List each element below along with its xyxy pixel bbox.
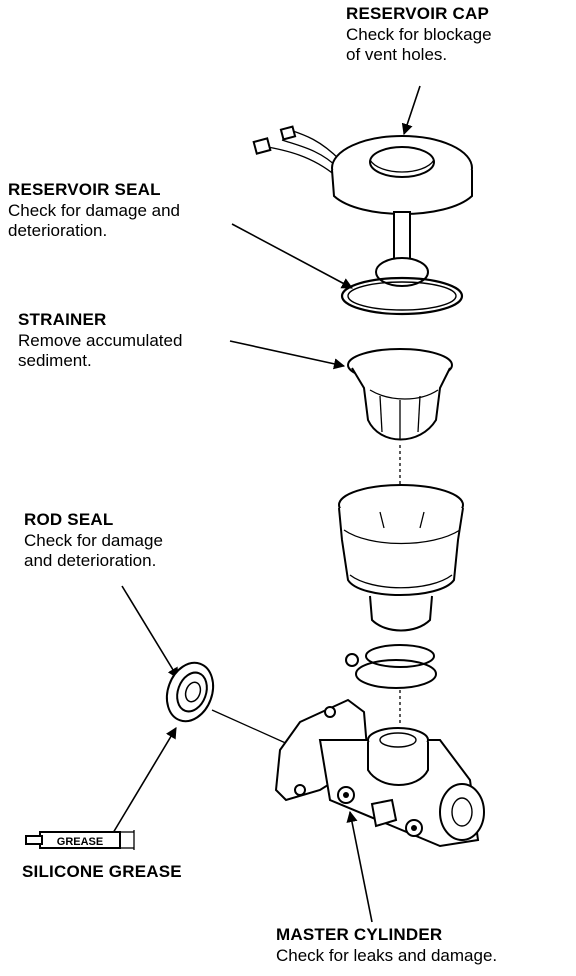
master-cylinder-desc-1: Check for leaks and damage. (276, 945, 498, 965)
rod-seal-desc-2: and deterioration. (24, 551, 157, 571)
reservoir-cap-title: RESERVOIR CAP (346, 4, 490, 23)
rod-seal-arrow (121, 585, 179, 679)
reservoir-seal-arrow (231, 223, 353, 289)
reservoir-seal-title: RESERVOIR SEAL (8, 180, 161, 199)
rod-seal-label: ROD SEAL Check for damage and deteriorat… (24, 510, 163, 572)
reservoir-seal-label: RESERVOIR SEAL Check for damage and dete… (8, 180, 180, 242)
strainer-title: STRAINER (18, 310, 107, 329)
master-cylinder-label: MASTER CYLINDER Check for leaks and dama… (276, 925, 497, 966)
grease-tube: GREASE (25, 830, 135, 850)
reservoir-cap-desc-2: of vent holes. (346, 45, 448, 65)
strainer-desc-2: sediment. (18, 351, 92, 371)
reservoir-body (338, 484, 464, 632)
reservoir-clamps (345, 644, 437, 724)
silicone-grease-title: SILICONE GREASE (22, 862, 182, 881)
strainer-label: STRAINER Remove accumulated sediment. (18, 310, 182, 372)
reservoir-seal-desc-2: deterioration. (8, 221, 108, 241)
master-cylinder-arrow (346, 810, 373, 923)
master-cylinder (274, 698, 485, 848)
reservoir-cap-desc-1: Check for blockage (346, 24, 492, 44)
master-cylinder-title: MASTER CYLINDER (276, 925, 443, 944)
reservoir-cap (252, 125, 473, 287)
rod-seal-desc-1: Check for damage (24, 530, 163, 550)
reservoir-seal-desc-1: Check for damage and (8, 200, 180, 220)
strainer (347, 348, 453, 490)
grease-arrow (109, 727, 177, 839)
reservoir-cap-label: RESERVOIR CAP Check for blockage of vent… (346, 4, 492, 66)
leader-arrows (109, 85, 421, 923)
reservoir-cap-arrow (401, 85, 421, 136)
reservoir-seal (340, 276, 464, 316)
rod-seal (165, 661, 291, 746)
strainer-desc-1: Remove accumulated (18, 330, 183, 350)
grease-tube-text: GREASE (57, 836, 103, 848)
rod-seal-title: ROD SEAL (24, 510, 114, 529)
silicone-grease-label: SILICONE GREASE (22, 862, 182, 883)
strainer-arrow (229, 340, 346, 370)
